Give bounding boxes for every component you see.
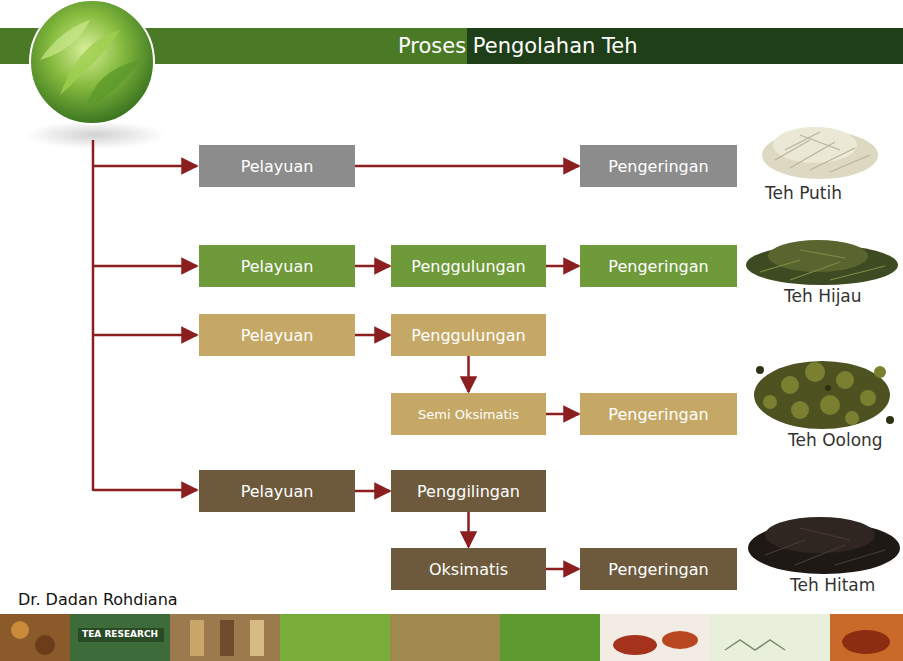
process-box: Pengeringan <box>580 245 737 287</box>
step-label: Pengeringan <box>608 405 708 424</box>
process-box: Semi Oksimatis <box>391 393 546 435</box>
step-label: Penggulungan <box>411 326 525 345</box>
flow-arrow <box>467 356 470 392</box>
oolong-tea-picture <box>754 361 894 429</box>
step-label: Pengeringan <box>608 257 708 276</box>
step-label: Semi Oksimatis <box>418 407 519 422</box>
strip-tag <box>78 628 164 642</box>
process-box: Pelayuan <box>199 145 355 187</box>
step-label: Pelayuan <box>241 157 314 176</box>
green-tea-picture <box>746 240 898 285</box>
step-label: Pelayuan <box>241 482 314 501</box>
author-name: Dr. Dadan Rohdiana <box>18 590 178 609</box>
strip-text: TEA RESEARCH <box>82 629 158 639</box>
tea-name: Teh Oolong <box>788 430 883 450</box>
flow-arrow <box>546 265 579 268</box>
process-box: Penggulungan <box>391 314 546 356</box>
process-box: Pengeringan <box>580 393 737 435</box>
photo-strip <box>0 614 903 661</box>
flow-arrow <box>546 413 579 416</box>
flow-arrow <box>355 334 390 337</box>
circle-shadow <box>25 121 165 149</box>
title: Proses Pengolahan Teh <box>398 33 637 59</box>
process-box: Pelayuan <box>199 245 355 287</box>
process-box: Pengeringan <box>580 145 737 187</box>
branch-lines <box>93 140 197 491</box>
step-label: Pengeringan <box>608 560 708 579</box>
process-box: Penggulungan <box>391 245 546 287</box>
flow-arrow <box>355 265 390 268</box>
step-label: Pelayuan <box>241 326 314 345</box>
flow-arrow <box>467 512 470 547</box>
flow-arrow <box>355 490 390 493</box>
white-tea-picture <box>762 127 878 179</box>
process-box: Pelayuan <box>199 314 355 356</box>
step-label: Pengeringan <box>608 157 708 176</box>
tea-name: Teh Hijau <box>784 286 862 306</box>
flow-arrow <box>546 568 579 571</box>
step-label: Penggilingan <box>417 482 520 501</box>
leaf <box>40 20 90 60</box>
tea-name: Teh Putih <box>765 183 842 203</box>
process-box: Penggilingan <box>391 470 546 512</box>
process-box: Pengeringan <box>580 548 737 590</box>
leaf-circle <box>30 0 154 124</box>
black-tea-picture <box>748 517 900 574</box>
process-box: Pelayuan <box>199 470 355 512</box>
step-label: Penggulungan <box>411 257 525 276</box>
leaf <box>85 60 140 110</box>
step-label: Oksimatis <box>429 560 508 579</box>
tea-name: Teh Hitam <box>790 575 875 595</box>
step-label: Pelayuan <box>241 257 314 276</box>
flow-arrow <box>355 165 579 168</box>
process-box: Oksimatis <box>391 548 546 590</box>
